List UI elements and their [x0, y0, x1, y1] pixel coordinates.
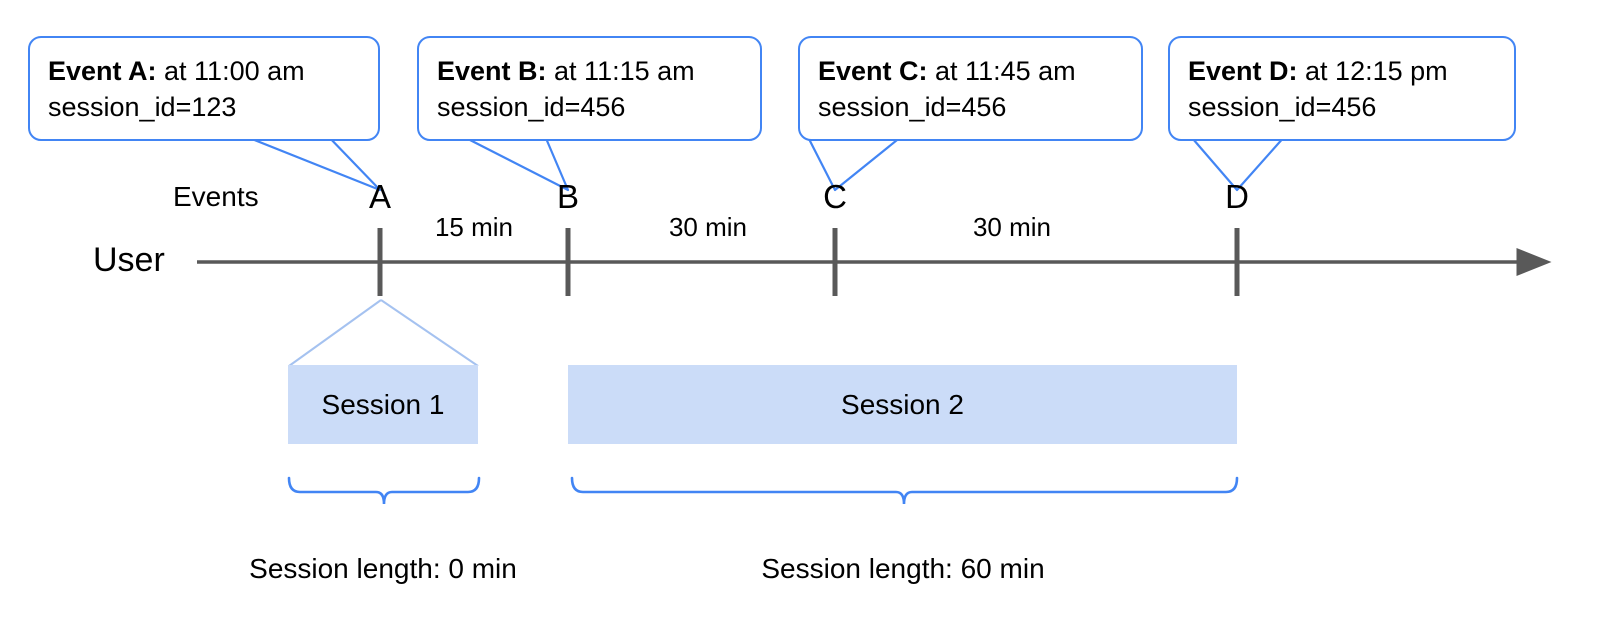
row-label-user: User — [93, 241, 165, 279]
callout-d-lead: Event D: — [1188, 56, 1298, 86]
session-bar-2-label: Session 2 — [841, 388, 964, 420]
callout-event-a[interactable]: Event A: at 11:00 am session_id=123 — [28, 36, 380, 142]
callout-c-line1: Event C: at 11:45 am — [818, 54, 1123, 90]
event-letter-d: D — [1225, 178, 1249, 215]
event-letter-b: B — [556, 178, 580, 215]
event-letter-a: A — [368, 178, 392, 215]
session-bar-1[interactable]: Session 1 — [288, 365, 478, 444]
callout-d-session: session_id=456 — [1188, 91, 1377, 122]
session-bar-2[interactable]: Session 2 — [568, 365, 1237, 444]
session1-tent-connector — [288, 299, 479, 367]
callout-d-line1: Event D: at 12:15 pm — [1188, 54, 1496, 90]
callout-d-time: at 12:15 pm — [1297, 56, 1448, 86]
callout-a-session: session_id=123 — [48, 91, 237, 122]
gap-label-c-d: 30 min — [972, 212, 1052, 242]
session-length-caption-1: Session length: 0 min — [249, 553, 517, 584]
callout-event-d[interactable]: Event D: at 12:15 pm session_id=456 — [1168, 36, 1516, 142]
session-bar-1-label: Session 1 — [321, 388, 445, 420]
callout-event-c[interactable]: Event C: at 11:45 am session_id=456 — [798, 36, 1143, 142]
session-length-caption-2: Session length: 60 min — [761, 553, 1045, 584]
callout-tail-b — [468, 134, 570, 192]
callout-b-line1: Event B: at 11:15 am — [437, 54, 742, 90]
callout-a-lead: Event A: — [48, 56, 157, 86]
session1-brace — [287, 476, 481, 505]
gap-label-b-c: 30 min — [668, 212, 748, 242]
callout-c-lead: Event C: — [818, 56, 928, 86]
callout-b-session: session_id=456 — [437, 91, 626, 122]
gap-label-a-b: 15 min — [434, 212, 514, 242]
event-letter-c: C — [823, 178, 847, 215]
session2-brace — [570, 476, 1239, 505]
callout-c-time: at 11:45 am — [927, 56, 1076, 86]
callout-a-line1: Event A: at 11:00 am — [48, 54, 360, 90]
callout-tail-a — [245, 131, 382, 192]
callout-c-session: session_id=456 — [818, 91, 1007, 122]
callout-event-b[interactable]: Event B: at 11:15 am session_id=456 — [417, 36, 762, 142]
callout-a-time: at 11:00 am — [156, 56, 305, 86]
callout-b-time: at 11:15 am — [546, 56, 695, 86]
row-label-events: Events — [173, 181, 259, 212]
callout-b-lead: Event B: — [437, 56, 547, 86]
